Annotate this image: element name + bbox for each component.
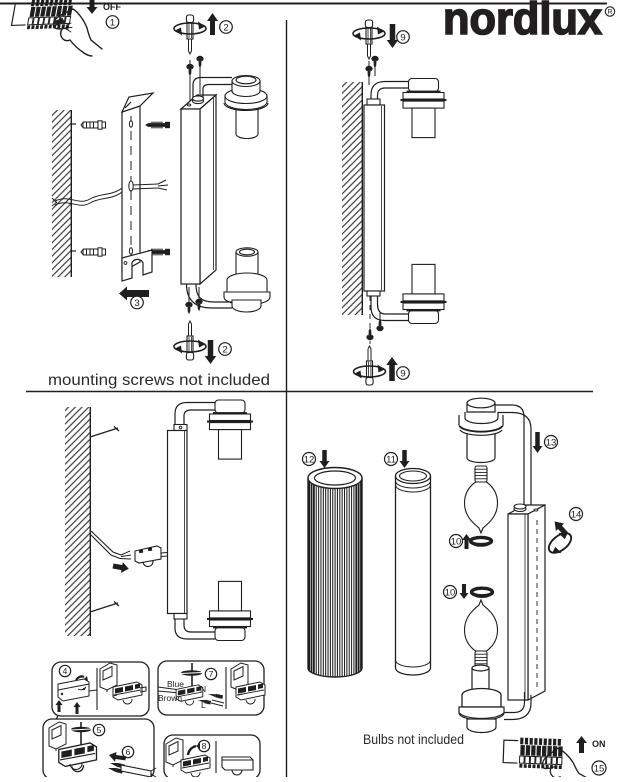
svg-text:4: 4 bbox=[63, 666, 68, 676]
svg-text:1: 1 bbox=[110, 17, 115, 28]
svg-text:14: 14 bbox=[571, 509, 582, 520]
svg-text:11: 11 bbox=[386, 454, 396, 465]
svg-text:3: 3 bbox=[134, 298, 139, 309]
svg-text:N: N bbox=[200, 684, 206, 694]
svg-text:12: 12 bbox=[304, 454, 315, 465]
svg-text:R: R bbox=[607, 9, 612, 16]
svg-text:15: 15 bbox=[594, 763, 605, 774]
svg-text:Bulbs not included: Bulbs not included bbox=[363, 731, 464, 747]
svg-text:10: 10 bbox=[451, 536, 462, 547]
svg-text:2: 2 bbox=[222, 344, 227, 355]
svg-text:OFF: OFF bbox=[103, 2, 121, 12]
svg-text:Blue: Blue bbox=[167, 679, 184, 689]
svg-text:Brown: Brown bbox=[158, 693, 182, 703]
svg-text:L: L bbox=[201, 700, 206, 710]
svg-text:8: 8 bbox=[202, 741, 207, 751]
svg-text:9: 9 bbox=[400, 368, 405, 379]
svg-text:13: 13 bbox=[546, 437, 557, 448]
svg-text:7: 7 bbox=[209, 669, 214, 679]
svg-text:ON: ON bbox=[592, 739, 606, 749]
svg-text:10: 10 bbox=[445, 587, 456, 598]
svg-text:6: 6 bbox=[126, 747, 131, 757]
svg-text:9: 9 bbox=[400, 32, 405, 43]
svg-text:nordlux: nordlux bbox=[443, 0, 602, 44]
svg-text:2: 2 bbox=[223, 22, 228, 33]
svg-text:5: 5 bbox=[97, 725, 102, 735]
svg-text:mounting screws not included: mounting screws not included bbox=[48, 372, 270, 389]
